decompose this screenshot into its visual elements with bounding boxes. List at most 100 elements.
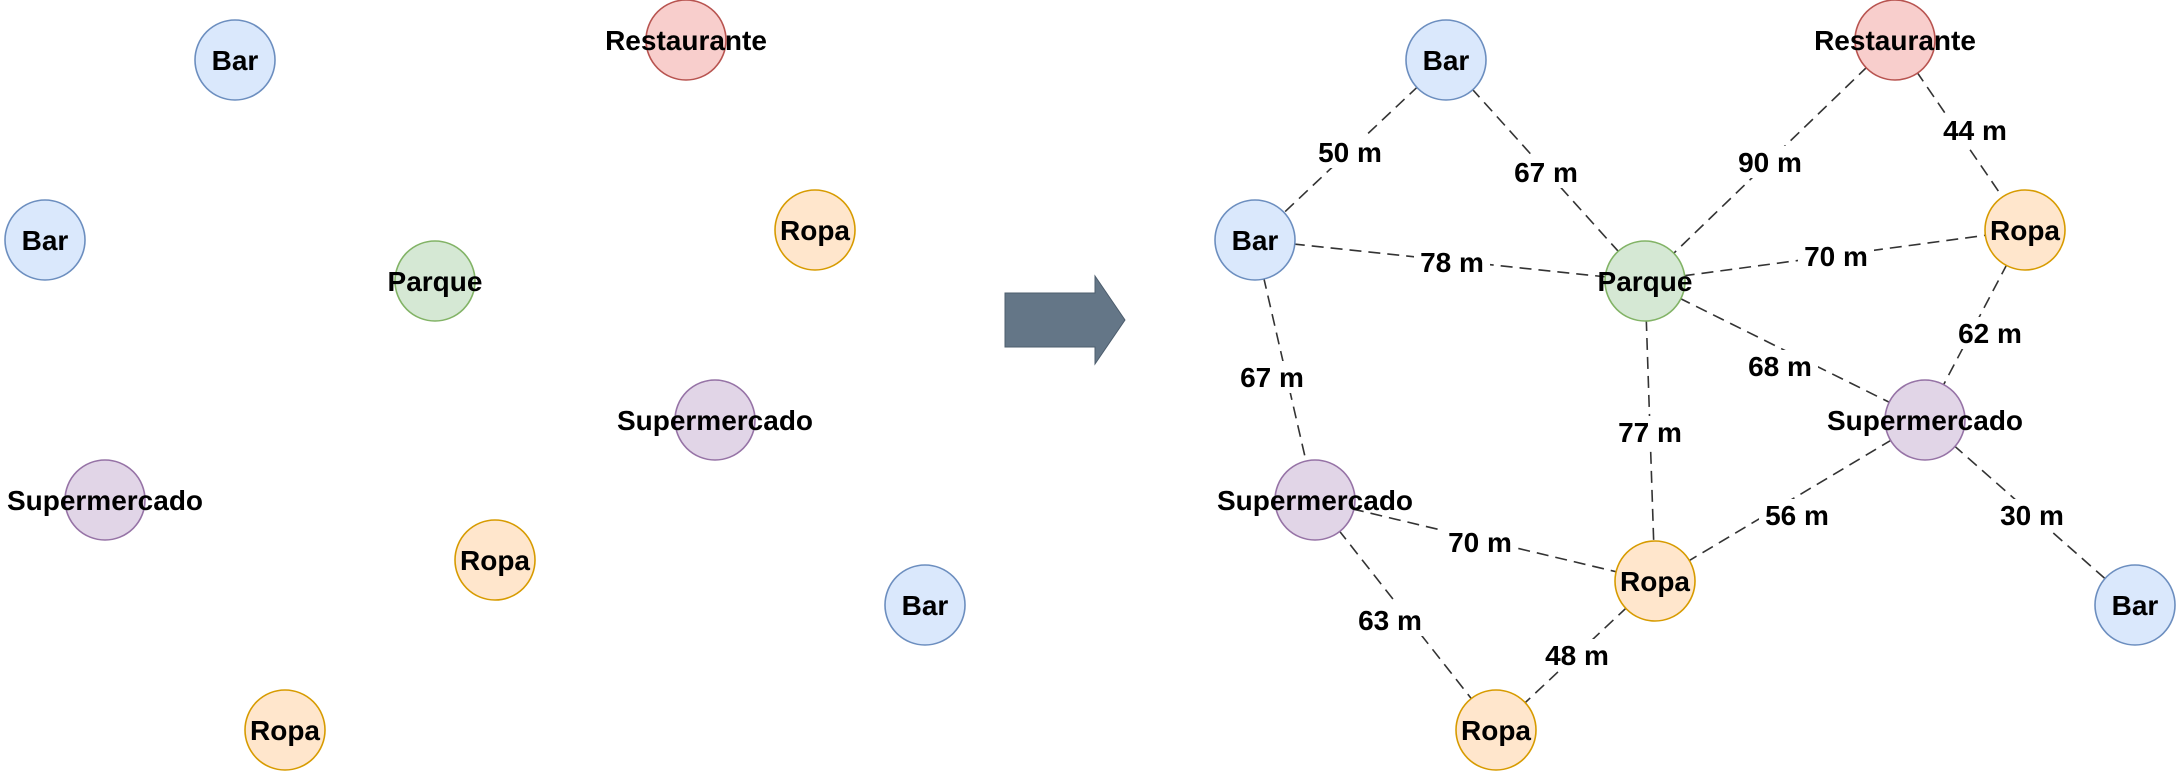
node-label: Bar: [22, 225, 69, 256]
left-node-supermercado: Supermercado: [617, 379, 813, 461]
left-node-supermercado: Supermercado: [7, 459, 203, 541]
edge-label-group: 70 m: [1442, 526, 1518, 558]
node-circle: [884, 564, 966, 646]
edge-label-background: [1952, 317, 2028, 349]
right-node-bar: Bar: [1405, 19, 1487, 101]
node-circle: [774, 189, 856, 271]
edge-label-group: 63 m: [1352, 604, 1428, 636]
node-label: Bar: [1232, 225, 1279, 256]
right-node-bar: Bar: [1214, 199, 1296, 281]
right-node-restaurante: Restaurante: [1814, 0, 1976, 81]
edge-label-group: 62 m: [1952, 317, 2028, 349]
edge-label-group: 56 m: [1759, 499, 1835, 531]
edge-line: [1254, 59, 1447, 241]
edge-distance-label: 78 m: [1420, 247, 1484, 278]
node-circle: [1984, 189, 2066, 271]
edge-label-background: [1442, 526, 1518, 558]
edge-label-group: 70 m: [1798, 240, 1874, 272]
node-circle: [1274, 459, 1356, 541]
node-label: Bar: [2112, 590, 2159, 621]
edge-distance-label: 63 m: [1358, 605, 1422, 636]
edge-distance-label: 70 m: [1448, 527, 1512, 558]
edge-distance-label: 62 m: [1958, 318, 2022, 349]
edge-line: [1314, 499, 1497, 731]
edge-label-background: [1937, 114, 2013, 146]
node-label: Parque: [388, 266, 483, 297]
right-node-ropa: Ropa: [1984, 189, 2066, 271]
node-circle: [194, 19, 276, 101]
node-circle: [1214, 199, 1296, 281]
node-circle: [645, 0, 727, 81]
node-circle: [454, 519, 536, 601]
edge-label-group: 48 m: [1539, 639, 1615, 671]
edge-distance-label: 70 m: [1804, 241, 1868, 272]
left-node-parque: Parque: [388, 240, 483, 322]
edge-distance-label: 67 m: [1514, 157, 1578, 188]
right-node-ropa: Ropa: [1455, 689, 1537, 771]
edge-distance-label: 90 m: [1738, 147, 1802, 178]
left-node-ropa: Ropa: [244, 689, 326, 771]
left-node-restaurante: Restaurante: [605, 0, 767, 81]
edge-label-background: [1798, 240, 1874, 272]
edge-label-background: [1759, 499, 1835, 531]
node-label: Supermercado: [7, 485, 203, 516]
edge-distance-label: 48 m: [1545, 640, 1609, 671]
edge-label-group: 67 m: [1508, 156, 1584, 188]
right-node-supermercado: Supermercado: [1217, 459, 1413, 541]
edge-label-background: [1352, 604, 1428, 636]
node-circle: [394, 240, 476, 322]
node-label: Restaurante: [605, 25, 767, 56]
right-node-ropa: Ropa: [1614, 540, 1696, 622]
edge-distance-label: 56 m: [1765, 500, 1829, 531]
node-circle: [4, 199, 86, 281]
left-node-bar: Bar: [4, 199, 86, 281]
node-label: Parque: [1598, 266, 1693, 297]
node-label: Bar: [1423, 45, 1470, 76]
node-label: Ropa: [250, 715, 320, 746]
node-circle: [1604, 240, 1686, 322]
arrow-shape: [1004, 274, 1126, 366]
node-label: Ropa: [1461, 715, 1531, 746]
edge-label-group: 78 m: [1414, 246, 1490, 278]
node-label: Ropa: [780, 215, 850, 246]
edge-distance-label: 50 m: [1318, 137, 1382, 168]
edge-label-background: [1612, 416, 1688, 448]
node-circle: [1614, 540, 1696, 622]
edge-label-background: [1742, 350, 1818, 382]
edge-label-group: 68 m: [1742, 350, 1818, 382]
edge-distance-label: 44 m: [1943, 115, 2007, 146]
node-label: Ropa: [460, 545, 530, 576]
right-node-bar: Bar: [2094, 564, 2176, 646]
left-node-ropa: Ropa: [774, 189, 856, 271]
edge-label-background: [1312, 136, 1388, 168]
edge-distance-label: 77 m: [1618, 417, 1682, 448]
edge-label-background: [1508, 156, 1584, 188]
node-circle: [1884, 379, 1966, 461]
edge-line: [1644, 280, 1656, 582]
edge-label-group: 44 m: [1937, 114, 2013, 146]
transform-arrow-icon: [1004, 274, 1126, 366]
node-circle: [674, 379, 756, 461]
node-label: Ropa: [1620, 566, 1690, 597]
edge-distance-label: 30 m: [2000, 500, 2064, 531]
left-node-bar: Bar: [884, 564, 966, 646]
left-node-ropa: Ropa: [454, 519, 536, 601]
edge-label-group: 50 m: [1312, 136, 1388, 168]
edge-label-group: 90 m: [1732, 146, 1808, 178]
node-label: Bar: [902, 590, 949, 621]
right-node-supermercado: Supermercado: [1827, 379, 2023, 461]
node-circle: [1405, 19, 1487, 101]
node-label: Supermercado: [1217, 485, 1413, 516]
node-label: Restaurante: [1814, 25, 1976, 56]
right-node-parque: Parque: [1598, 240, 1693, 322]
node-circle: [1455, 689, 1537, 771]
node-circle: [64, 459, 146, 541]
edge-label-background: [1539, 639, 1615, 671]
edge-label-background: [1732, 146, 1808, 178]
edge-distance-label: 68 m: [1748, 351, 1812, 382]
edge-label-background: [1414, 246, 1490, 278]
node-circle: [244, 689, 326, 771]
